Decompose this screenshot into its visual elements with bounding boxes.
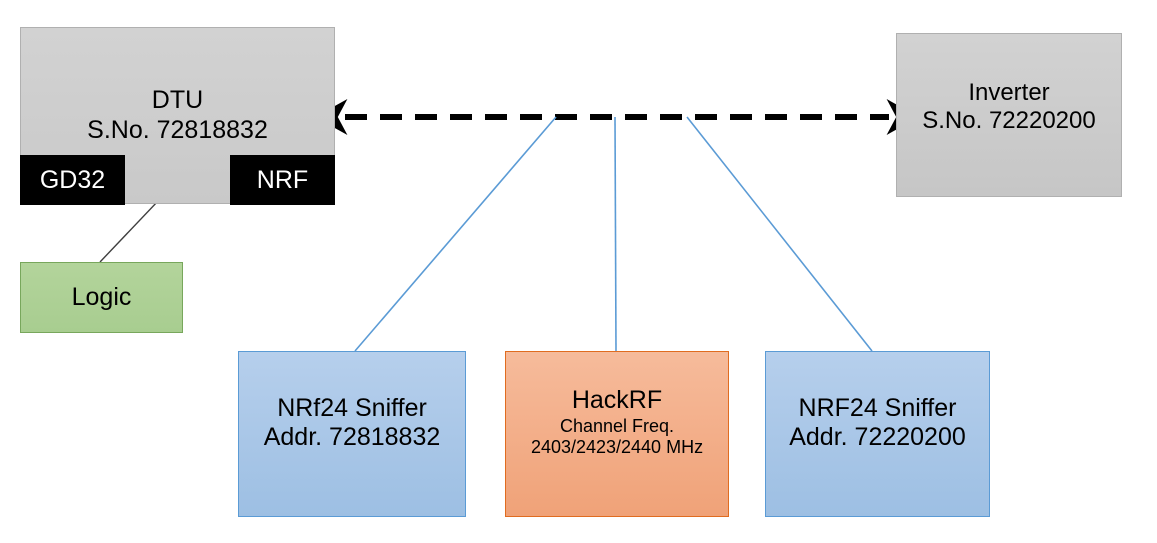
sniffer-right-title: NRF24 Sniffer [798, 393, 957, 422]
sniffer-right-node[interactable]: NRF24 Sniffer Addr. 72220200 [765, 351, 990, 517]
sniffer-right-connector [686, 116, 873, 352]
gd32-node[interactable]: GD32 [20, 155, 125, 205]
logic-label: Logic [71, 282, 132, 311]
sniffer-left-address: Addr. 72818832 [263, 423, 441, 451]
inverter-serial: S.No. 72220200 [922, 107, 1096, 135]
gd32-label: GD32 [39, 165, 106, 194]
hackrf-connector [614, 116, 617, 352]
sniffer-left-node[interactable]: NRf24 Sniffer Addr. 72818832 [238, 351, 466, 517]
inverter-node[interactable]: Inverter S.No. 72220200 [896, 33, 1122, 197]
dtu-title: DTU [151, 86, 204, 114]
hackrf-node[interactable]: HackRF Channel Freq. 2403/2423/2440 MHz [505, 351, 729, 517]
inverter-title: Inverter [968, 79, 1050, 106]
hackrf-channel-label: Channel Freq. [559, 415, 675, 436]
dtu-serial: S.No. 72818832 [87, 115, 268, 144]
sniffer-left-title: NRf24 Sniffer [277, 393, 427, 422]
sniffer-left-connector [354, 116, 557, 352]
hackrf-title: HackRF [571, 386, 663, 415]
sniffer-right-address: Addr. 72220200 [789, 423, 966, 451]
nrf-label: NRF [256, 165, 309, 194]
hackrf-channel-values: 2403/2423/2440 MHz [530, 436, 704, 457]
logic-node[interactable]: Logic [20, 262, 183, 333]
nrf-node[interactable]: NRF [230, 155, 335, 205]
